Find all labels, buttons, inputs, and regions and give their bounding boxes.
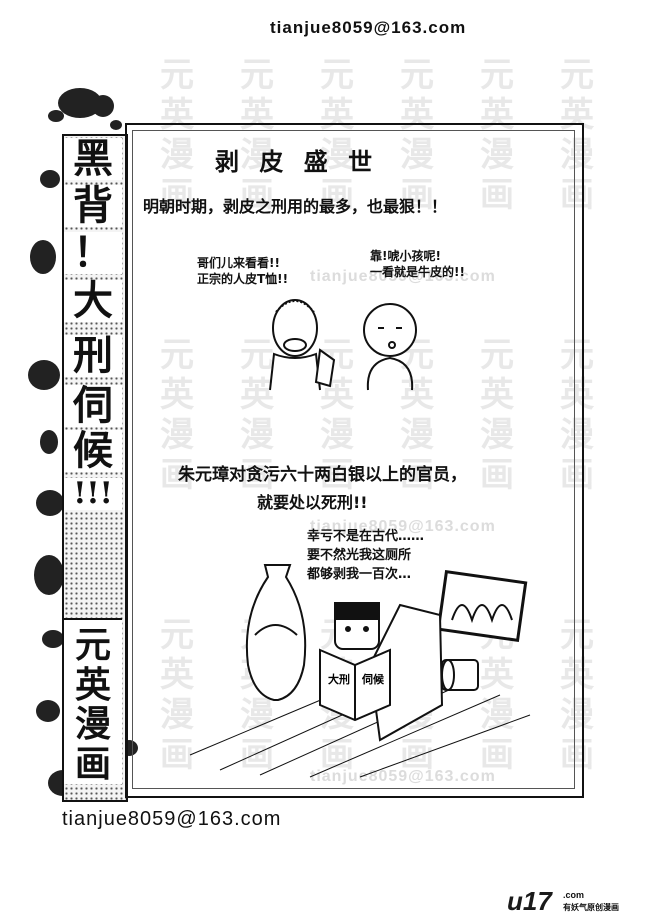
character-left	[269, 299, 336, 391]
comic-frame-inner	[132, 130, 575, 789]
caption-line-3: 就要处以死刑!!	[257, 493, 368, 512]
side-title-char: ！	[64, 232, 122, 274]
side-subtitle: 元英漫画	[64, 618, 122, 785]
man-on-toilet	[319, 602, 444, 742]
side-subtitle-char: 元	[74, 624, 111, 666]
side-title-char: 背	[64, 185, 122, 227]
comic-frame	[125, 123, 584, 798]
side-subtitle-char: 英	[74, 663, 111, 706]
watermark-char: 元	[240, 55, 274, 95]
watermark-char: 元	[320, 55, 354, 95]
u17-logo: u17 .com 有妖气原创漫画	[507, 886, 619, 916]
caption-line-1: 明朝时期，剥皮之刑用的最多，也最狠！！	[143, 197, 448, 216]
email-header: tianjue8059@163.com	[270, 18, 467, 37]
watermark-char: 元	[560, 55, 594, 95]
side-subtitle-char: 画	[74, 742, 111, 785]
email-footer: tianjue8059@163.com	[62, 808, 282, 830]
speech-bubble-right: 靠!唬小孩呢! 一看就是牛皮的!!	[370, 249, 465, 280]
room-scene-illustration: 大刑 伺候	[189, 564, 531, 778]
character-right	[363, 303, 417, 391]
book-text-right: 伺候	[361, 672, 385, 686]
picture-frame-icon	[436, 570, 528, 642]
side-title-char: 黑	[64, 138, 122, 180]
watermark-char: 元	[480, 55, 514, 95]
side-title-char: 候	[64, 430, 122, 472]
toilet-paper-icon	[441, 659, 479, 691]
side-title-char: 刑	[64, 335, 122, 377]
side-title-char: 大	[64, 280, 122, 322]
speech-bubble-bottom: 幸亏不是在古代…… 要不然光我这厕所 都够剥我一百次…	[307, 529, 425, 582]
book-text-left: 大刑	[328, 672, 350, 686]
side-subtitle-char: 漫	[74, 703, 111, 746]
vase-icon	[245, 564, 307, 701]
caption-line-2: 朱元璋对贪污六十两白银以上的官员，	[178, 465, 467, 485]
comic-heading: 剥 皮 盛 世	[215, 147, 379, 176]
watermark-char: 元	[160, 55, 194, 95]
watermark-char: 元	[400, 55, 434, 95]
speech-bubble-left: 哥们儿来看看!! 正宗的人皮T恤!!	[197, 256, 289, 287]
side-title-char: !!!	[64, 478, 122, 510]
side-title-char: 伺	[64, 385, 122, 427]
characters-illustration	[269, 299, 417, 391]
